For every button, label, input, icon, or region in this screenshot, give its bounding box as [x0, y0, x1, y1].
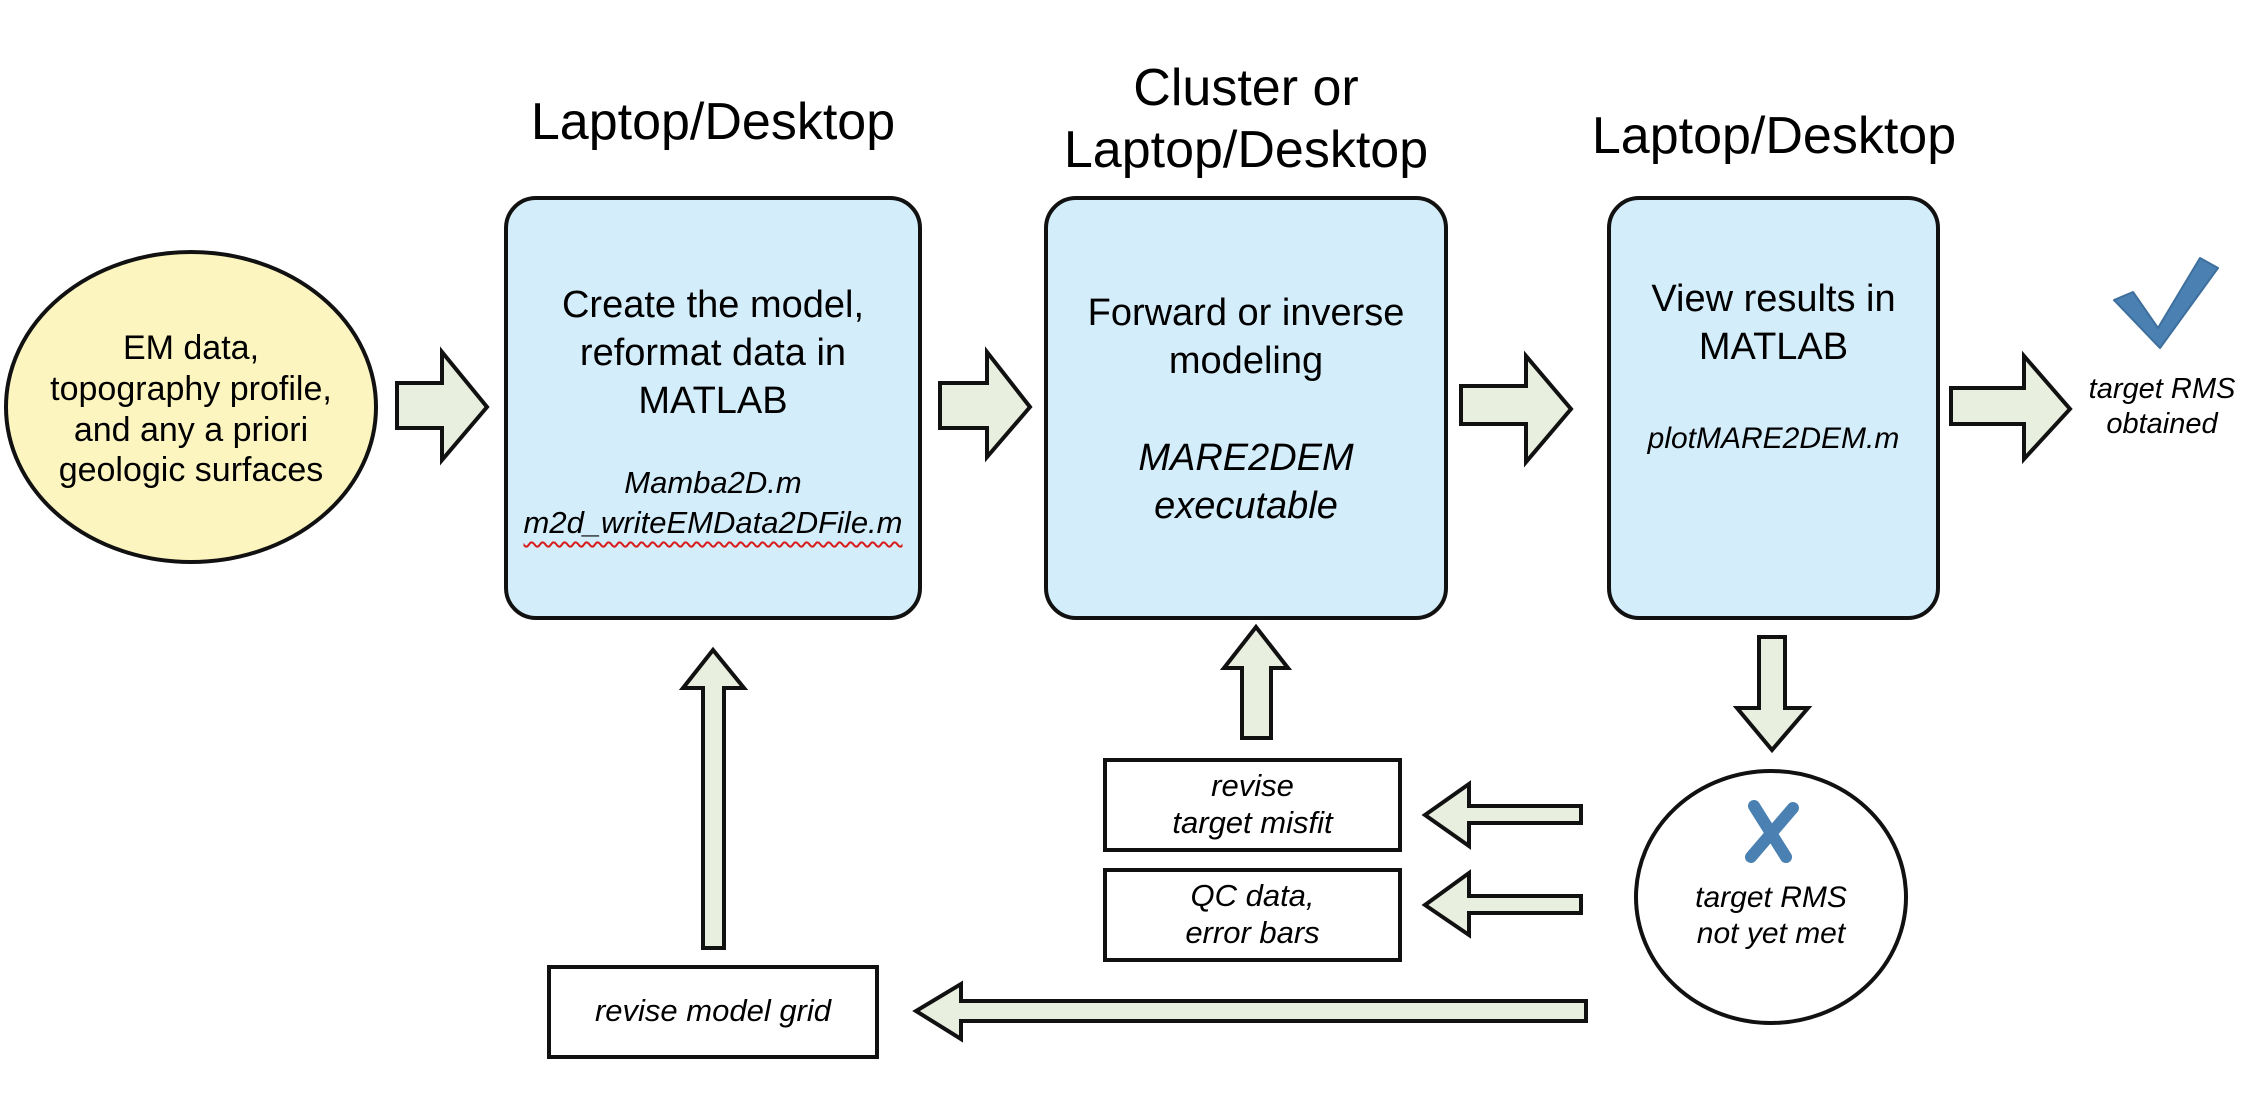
arrow-failure-to-qc [1421, 869, 1583, 939]
step2-exe-line-1: MARE2DEM [1138, 437, 1354, 479]
step1-box [504, 196, 922, 620]
x-mark-icon [1745, 800, 1799, 863]
input-line-3: and any a priori [73, 410, 309, 449]
failure-text: target RMS not yet met [1636, 880, 1906, 952]
step1-file-writer-text: m2d_writeEMData2DFile.m [523, 505, 903, 540]
revise-misfit-line-1: revise [1211, 768, 1294, 803]
revise-misfit-line-2: target misfit [1172, 805, 1333, 841]
step3-title: View results in MATLAB [1609, 276, 1938, 372]
arrow-failure-to-misfit [1421, 780, 1583, 850]
failure-line-2: not yet met [1696, 917, 1846, 950]
arrow-input-to-step1 [395, 346, 490, 466]
input-line-4: geologic surfaces [58, 451, 324, 490]
input-line-1: EM data, [122, 329, 260, 367]
arrow-step3-to-failure [1732, 635, 1813, 754]
qc-data-box [1103, 868, 1402, 962]
success-line-1: target RMS [2088, 373, 2236, 405]
step1-line-2: reformat data in [579, 331, 847, 374]
input-data-ellipse [4, 250, 378, 564]
failure-circle [1634, 769, 1908, 1025]
success-line-2: obtained [2106, 407, 2218, 440]
qc-data-text: QC data, error bars [1105, 877, 1400, 951]
arrow-grid-to-step1 [678, 646, 749, 950]
heading-col3: Laptop/Desktop [1591, 107, 1957, 165]
input-line-2: topography profile, [50, 369, 332, 408]
revise-grid-box [547, 965, 879, 1059]
step2-executable: MARE2DEM executable [1046, 435, 1446, 531]
step2-box [1044, 196, 1448, 620]
success-text: target RMS obtained [2072, 372, 2252, 442]
step2-title: Forward or inverse modeling [1046, 290, 1446, 386]
step3-file-plot: plotMARE2DEM.m [1647, 422, 1900, 455]
qc-data-line-2: error bars [1185, 915, 1320, 951]
step2-line-2: modeling [1168, 339, 1324, 382]
failure-line-1: target RMS [1695, 881, 1847, 914]
heading-col2-line2: Laptop/Desktop [1063, 121, 1429, 179]
step1-line-1: Create the model, [561, 284, 865, 326]
step1-file-mamba: Mamba2D.m [624, 465, 802, 500]
step3-line-1: View results in [1651, 278, 1896, 320]
qc-data-line-1: QC data, [1190, 878, 1315, 913]
arrow-step1-to-step2 [938, 346, 1033, 463]
revise-grid-text: revise model grid [594, 993, 832, 1028]
step1-line-3: MATLAB [638, 379, 788, 422]
step1-file-writer: m2d_writeEMData2DFile.m [506, 505, 920, 542]
arrow-step2-to-step3 [1459, 350, 1574, 468]
step3-box [1607, 196, 1940, 620]
step3-line-2: MATLAB [1698, 325, 1849, 368]
input-data-text: EM data, topography profile, and any a p… [6, 328, 376, 491]
revise-misfit-box [1103, 758, 1402, 852]
step2-exe-line-2: executable [1154, 484, 1338, 527]
arrow-step3-to-success [1949, 350, 2073, 465]
step1-title: Create the model, reformat data in MATLA… [506, 282, 920, 426]
step2-line-1: Forward or inverse [1087, 292, 1405, 334]
revise-misfit-text: revise target misfit [1105, 767, 1400, 841]
checkmark-icon [2113, 257, 2219, 349]
arrow-failure-to-grid [912, 980, 1588, 1043]
heading-col2-line1: Cluster or [1133, 59, 1359, 117]
heading-col1: Laptop/Desktop [530, 93, 896, 151]
arrow-misfit-to-step2 [1219, 623, 1293, 740]
